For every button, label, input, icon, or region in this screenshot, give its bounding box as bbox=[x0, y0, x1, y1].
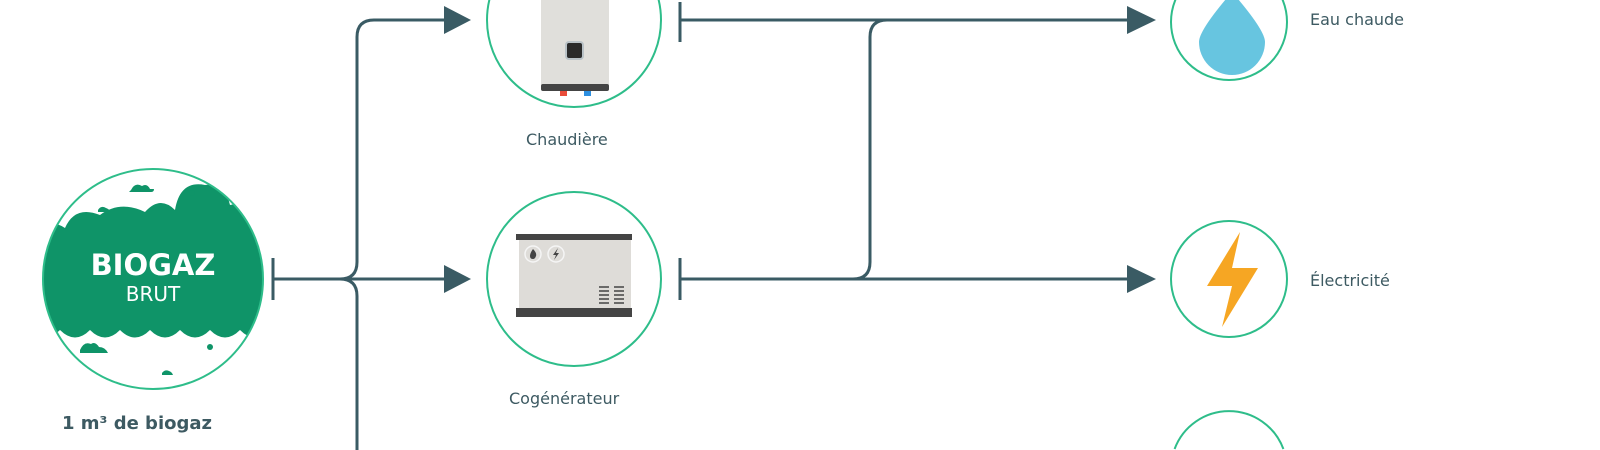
chaudiere-node bbox=[486, 0, 662, 108]
arrow-icon bbox=[1127, 6, 1156, 34]
eau-chaude-node bbox=[1170, 0, 1288, 81]
arrow-icon bbox=[444, 6, 471, 34]
third-output-node bbox=[1173, 410, 1285, 450]
biogaz-title: BIOGAZ bbox=[91, 248, 216, 282]
arrowheads bbox=[444, 6, 1156, 293]
water-drop-icon bbox=[1199, 0, 1265, 75]
chaudiere-label: Chaudière bbox=[526, 130, 608, 149]
connectors bbox=[271, 2, 1135, 450]
electricite-label: Électricité bbox=[1310, 271, 1390, 290]
connector-down bbox=[339, 277, 359, 450]
biogaz-badge bbox=[42, 168, 264, 390]
cogenerateur-label: Cogénérateur bbox=[509, 389, 620, 408]
biogaz-subtitle: BRUT bbox=[126, 282, 181, 306]
arrow-icon bbox=[444, 265, 471, 293]
cogenerator-icon bbox=[516, 234, 632, 317]
connector-to-chaudiere bbox=[273, 18, 450, 281]
arrow-icon bbox=[1127, 265, 1156, 293]
connector-cogen-to-eau bbox=[852, 18, 888, 281]
lightning-icon bbox=[1207, 232, 1258, 327]
electricite-node bbox=[1170, 220, 1288, 338]
eau-chaude-label: Eau chaude bbox=[1310, 10, 1405, 29]
source-caption: 1 m³ de biogaz bbox=[62, 413, 212, 434]
cogenerateur-node bbox=[486, 191, 662, 367]
